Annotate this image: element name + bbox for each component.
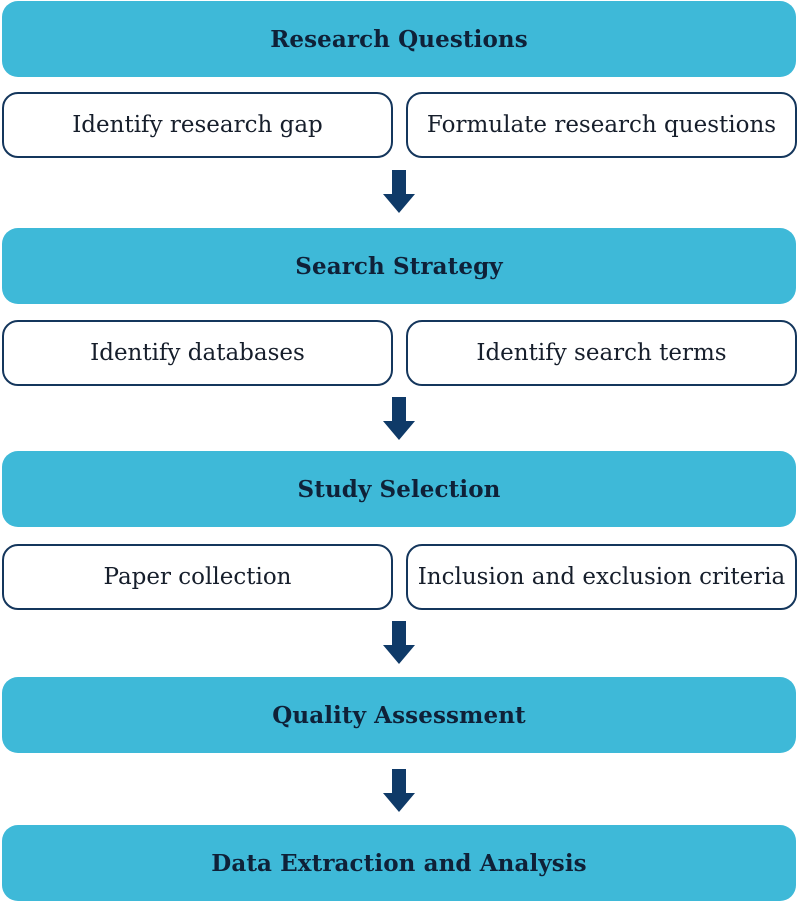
stage-quality-assessment: Quality Assessment [2,677,796,753]
stage-title: Research Questions [270,25,528,53]
task-formulate-research-questions: Formulate research questions [406,92,797,158]
down-arrow-icon [381,397,417,441]
task-label: Identify search terms [476,340,727,366]
task-identify-research-gap: Identify research gap [2,92,393,158]
stage-title: Study Selection [297,475,501,503]
task-label: Formulate research questions [426,112,777,138]
stage-title: Search Strategy [295,252,503,280]
stage-research-questions: Research Questions [2,1,796,77]
task-identify-databases: Identify databases [2,320,393,386]
down-arrow-icon [381,769,417,813]
task-inclusion-exclusion-criteria: Inclusion and exclusion criteria [406,544,797,610]
stage-data-extraction-analysis: Data Extraction and Analysis [2,825,796,901]
task-identify-search-terms: Identify search terms [406,320,797,386]
stage-search-strategy: Search Strategy [2,228,796,304]
task-paper-collection: Paper collection [2,544,393,610]
task-label: Inclusion and exclusion criteria [417,564,786,590]
stage-title: Data Extraction and Analysis [211,849,587,877]
stage-study-selection: Study Selection [2,451,796,527]
down-arrow-icon [381,170,417,214]
task-label: Paper collection [103,564,292,590]
task-label: Identify databases [90,340,305,366]
down-arrow-icon [381,621,417,665]
task-label: Identify research gap [72,112,323,138]
stage-title: Quality Assessment [272,701,526,729]
